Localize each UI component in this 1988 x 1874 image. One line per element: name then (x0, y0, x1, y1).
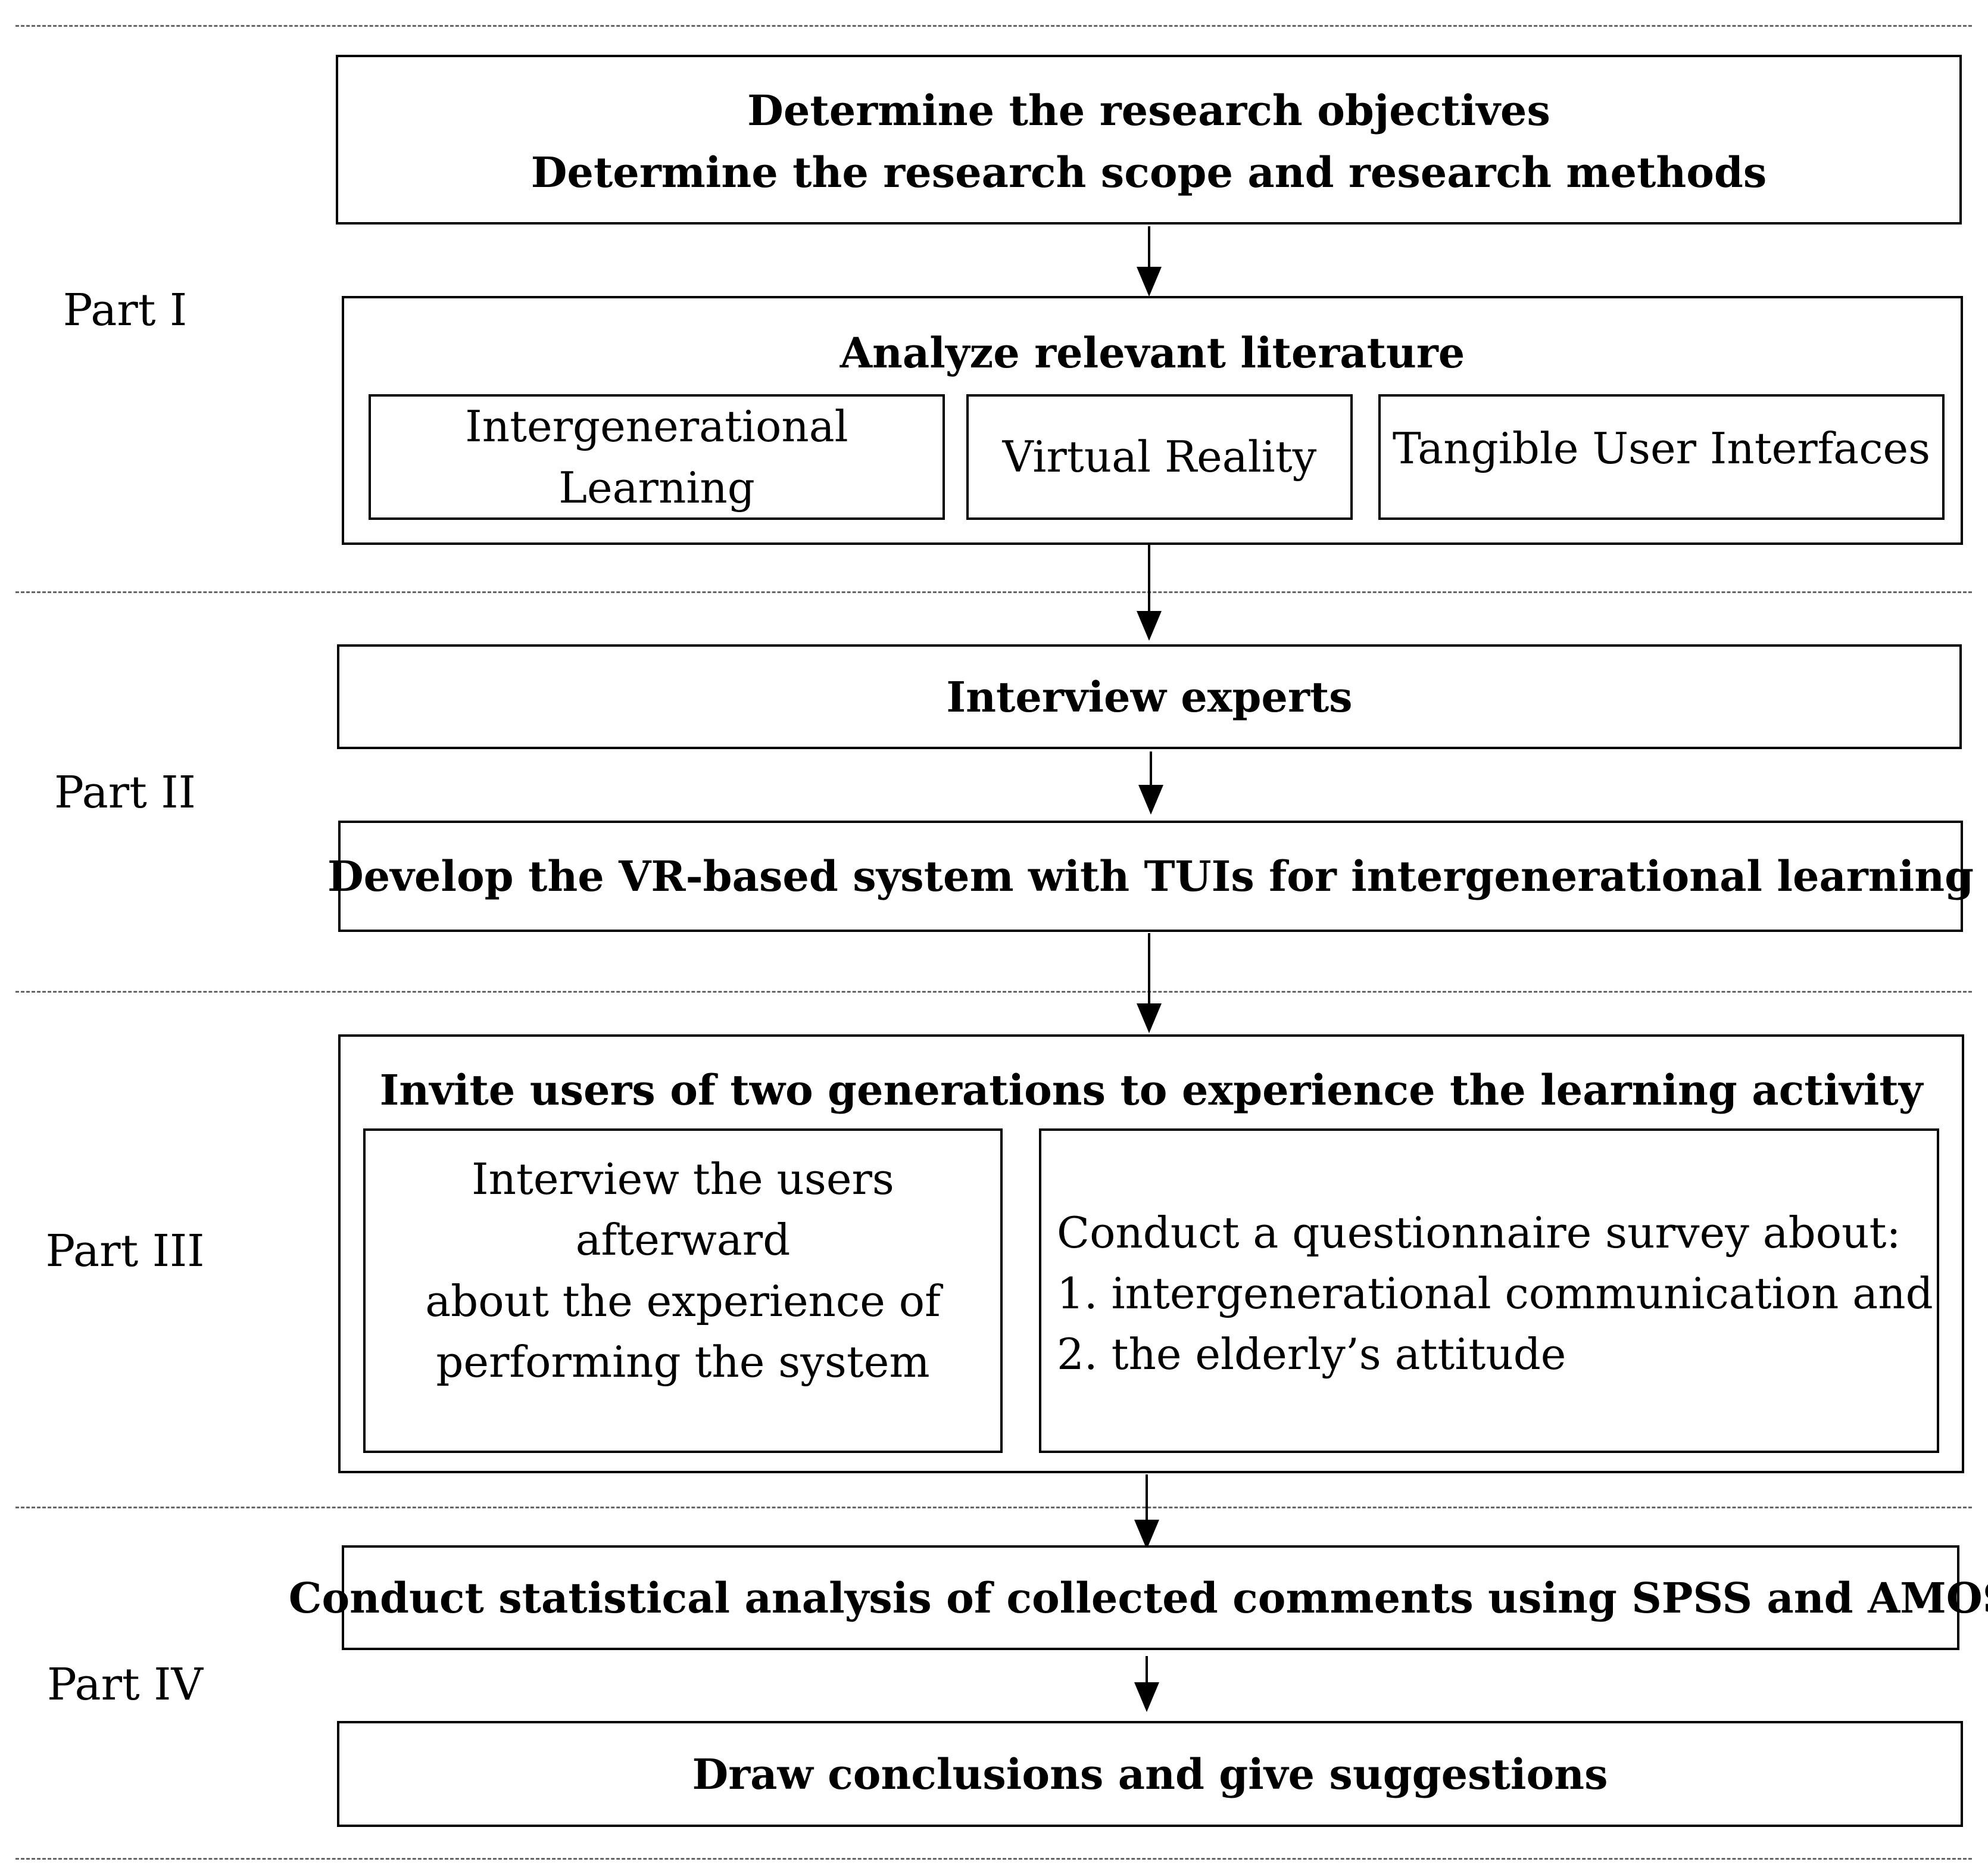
questionnaire-text: Conduct a questionnaire survey about: 1.… (1057, 1202, 1933, 1385)
objectives-box: Determine the research objectives Determ… (336, 55, 1962, 224)
separator-part1-part2 (15, 591, 1972, 593)
develop-system-box: Develop the VR-based system with TUIs fo… (327, 821, 1974, 932)
separator-top (15, 25, 1972, 27)
conclusions-box: Draw conclusions and give suggestions (337, 1721, 1963, 1827)
interview-users-line-3: performing the system (436, 1336, 930, 1387)
statistical-analysis-box: Conduct statistical analysis of collecte… (289, 1545, 1988, 1650)
questionnaire-line-3: 2. the elderly’s attitude (1057, 1329, 1566, 1380)
interview-experts-label: Interview experts (946, 672, 1353, 722)
invite-users-box: Invite users of two generations to exper… (338, 1034, 1964, 1473)
separator-part2-part3 (15, 991, 1972, 993)
invite-users-title: Invite users of two generations to exper… (379, 1065, 1923, 1115)
part-1-label: Part I (63, 285, 188, 336)
statistical-analysis-label: Conduct statistical analysis of collecte… (288, 1573, 1988, 1623)
topic-virtual-reality-label: Virtual Reality (1002, 432, 1317, 482)
literature-title: Analyze relevant literature (839, 328, 1465, 378)
objectives-line-2: Determine the research scope and researc… (530, 148, 1767, 197)
interview-experts-box: Interview experts (337, 644, 1962, 749)
topic-tangible-user-interfaces: Tangible User Interfaces (1378, 394, 1945, 520)
objectives-line-1: Determine the research objectives (747, 86, 1550, 135)
questionnaire-line-1: Conduct a questionnaire survey about: (1057, 1208, 1901, 1258)
literature-box: Analyze relevant literature Intergenerat… (342, 296, 1963, 545)
conclusions-label: Draw conclusions and give suggestions (692, 1749, 1608, 1799)
topic-tangible-user-interfaces-label: Tangible User Interfaces (1392, 423, 1931, 474)
interview-users-box: Interview the users afterward about the … (363, 1128, 1003, 1453)
questionnaire-line-2: 1. intergenerational communication and (1057, 1268, 1933, 1319)
interview-users-line-1: Interview the users afterward (472, 1154, 894, 1265)
separator-part3-part4 (15, 1507, 1972, 1508)
topic-virtual-reality: Virtual Reality (966, 394, 1353, 520)
topic-intergenerational-learning-label: Intergenerational Learning (465, 401, 848, 513)
part-4-label: Part IV (47, 1659, 203, 1710)
interview-users-text: Interview the users afterward about the … (366, 1149, 1000, 1392)
questionnaire-box: Conduct a questionnaire survey about: 1.… (1039, 1128, 1939, 1453)
separator-bottom (15, 1858, 1972, 1860)
topic-intergenerational-learning: Intergenerational Learning (369, 394, 945, 520)
part-2-label: Part II (54, 767, 196, 818)
part-3-label: Part III (45, 1226, 205, 1277)
interview-users-line-2: about the experience of (425, 1276, 941, 1326)
develop-system-label: Develop the VR-based system with TUIs fo… (327, 852, 1974, 901)
